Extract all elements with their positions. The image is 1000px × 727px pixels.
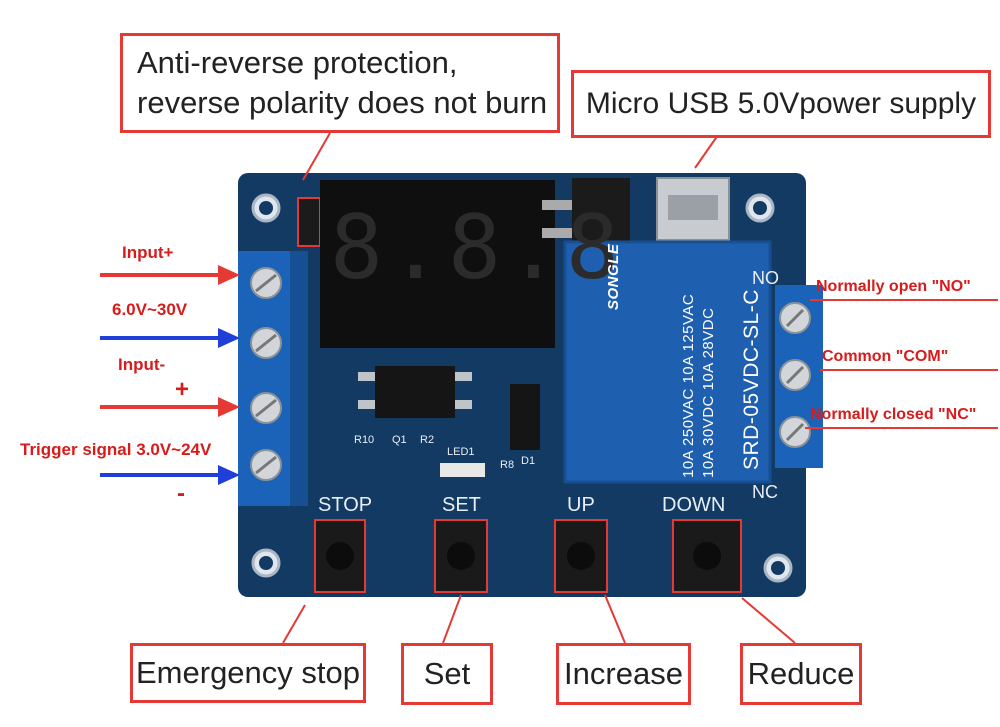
label-voltage-range: 6.0V~30V [112,300,188,319]
label-common: Common "COM" [822,348,949,365]
label-input-minus: Input- [118,355,166,374]
relay-rating-2: 10A 30VDC 10A 28VDC [700,307,717,478]
silk-no: NO [752,268,779,288]
callout-micro-usb: Micro USB 5.0Vpower supply [571,70,991,138]
seven-seg-display [320,180,555,348]
label-set: SET [442,494,481,516]
relay-rating-1: 10A 250VAC 10A 125VAC [680,293,697,478]
callout-anti-reverse-line2: reverse polarity does not burn [137,85,548,120]
relay [563,240,772,484]
silk-led1: LED1 [447,446,475,458]
silk-nc: NC [752,482,778,502]
label-input-plus: Input+ [122,243,174,262]
callout-emergency-stop: Emergency stop [130,643,366,703]
callout-increase: Increase [556,643,691,705]
label-plus: + [175,376,190,403]
tactile-buttons [314,519,742,593]
label-up: UP [567,494,595,516]
callout-micro-usb-text: Micro USB 5.0Vpower supply [585,87,977,120]
callout-emergency-stop-text: Emergency stop [136,655,360,690]
silk-r8: R8 [500,459,515,471]
label-minus: - [177,480,185,507]
label-normally-open: Normally open "NO" [816,278,971,295]
label-stop: STOP [318,494,373,516]
callout-set: Set [401,643,493,705]
silk-r2: R2 [420,434,435,446]
relay-brand: SONGLE [605,243,622,310]
callout-set-text: Set [423,656,471,691]
callout-increase-text: Increase [564,656,683,691]
label-down: DOWN [662,494,726,516]
diode-protect [297,197,321,247]
leader-lines [282,132,796,644]
callout-reduce-text: Reduce [747,656,855,691]
label-trigger: Trigger signal 3.0V~24V [20,440,212,459]
callout-anti-reverse-line1: Anti-reverse protection, [137,45,458,80]
input-arrows [100,265,240,485]
silk-q1: Q1 [392,434,407,446]
callout-anti-reverse: Anti-reverse protection, reverse polarit… [120,33,560,133]
relay-model: SRD-05VDC-SL-C [740,289,763,470]
callout-reduce: Reduce [740,643,862,705]
output-lines [805,299,998,429]
ic-chip [572,178,630,248]
silk-r10: R10 [354,434,375,446]
mounting-holes [251,193,793,583]
silk-d1: D1 [521,455,536,467]
label-normally-closed: Normally closed "NC" [810,406,977,423]
display-digits: 8.8.8 [330,196,625,299]
